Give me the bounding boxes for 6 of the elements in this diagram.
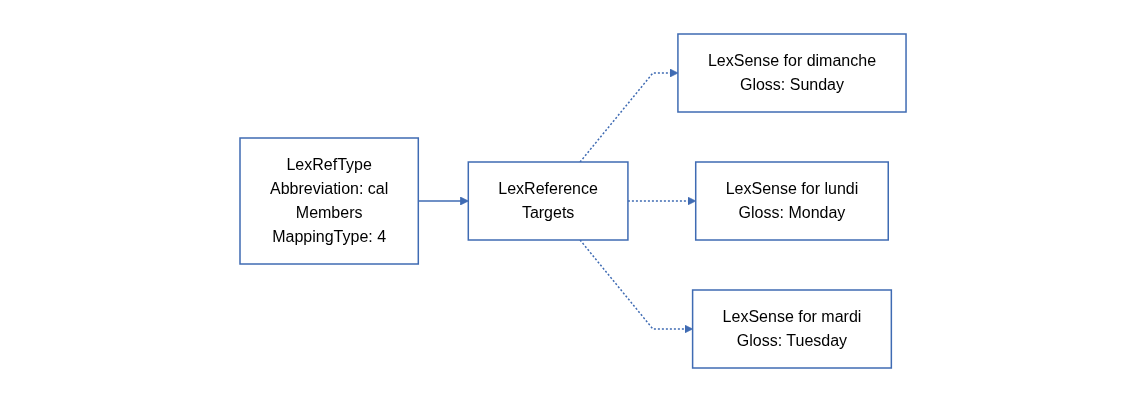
node-box: LexReference Targets <box>467 161 629 241</box>
node-box: LexSense for lundi Gloss: Monday <box>694 161 889 241</box>
node-box: LexSense for mardi Gloss: Tuesday <box>691 289 893 369</box>
node-box: LexRefType Abbreviation: cal Members MappingType: 4 <box>239 137 420 265</box>
arrow <box>579 239 693 334</box>
node-box: LexSense for dimanche Gloss: Sunday <box>677 33 907 113</box>
